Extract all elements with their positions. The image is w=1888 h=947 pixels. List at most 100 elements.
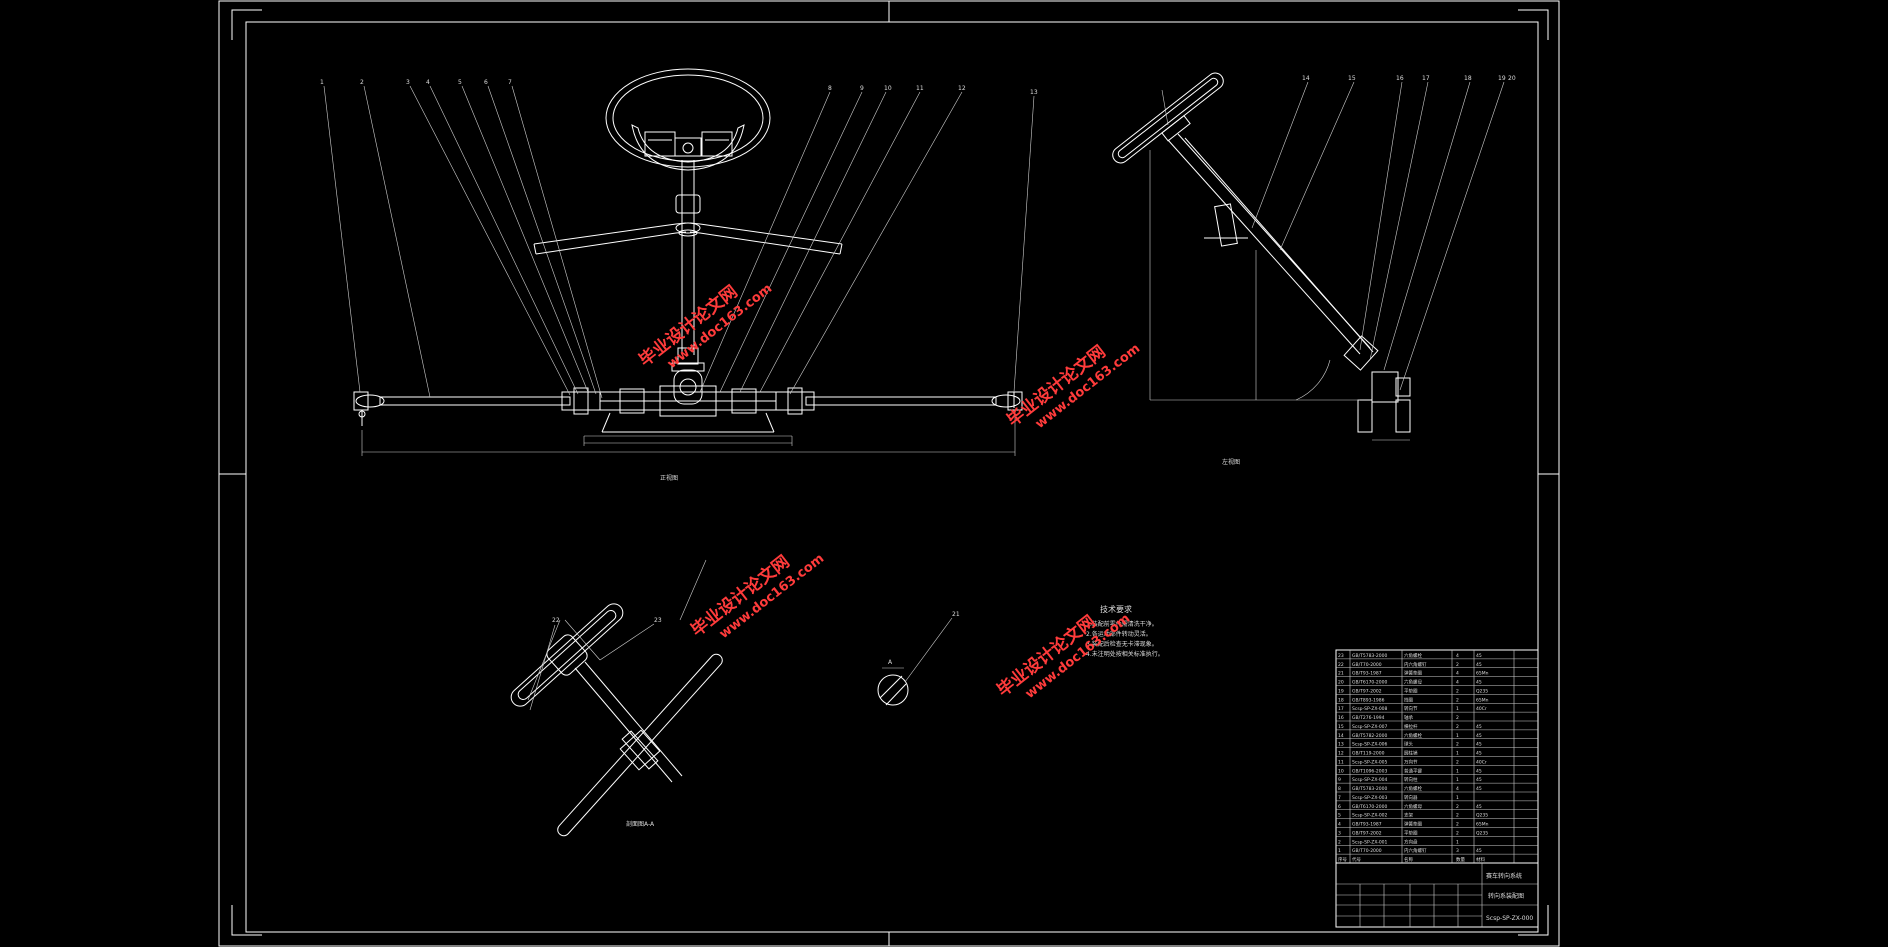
bom-cell: 2 <box>1456 759 1459 765</box>
bom-cell: 1 <box>1456 751 1459 757</box>
side-view <box>1112 72 1505 441</box>
bom-cell: 3 <box>1338 830 1341 836</box>
title-block-drawing-name: 转向系装配图 <box>1488 892 1524 900</box>
bom-cell: 45 <box>1476 751 1482 757</box>
bom-cell: GB/T1096-2003 <box>1352 768 1388 774</box>
bom-cell: 2 <box>1456 688 1459 694</box>
balloon-label: 15 <box>1348 75 1356 82</box>
bom-cell: 平垫圈 <box>1404 687 1418 694</box>
bom-cell: GB/T5783-2000 <box>1352 786 1388 792</box>
bom-cell: 万向节 <box>1404 758 1418 765</box>
bom-cell: 14 <box>1338 733 1344 739</box>
bom-cell: 3 <box>1456 848 1459 854</box>
bom-cell: 17 <box>1338 706 1344 712</box>
balloon-label: 16 <box>1396 75 1404 82</box>
bom-cell: 11 <box>1338 759 1344 765</box>
side-balloons: 14 15 16 17 18 19 20 左视图 <box>1222 75 1516 466</box>
balloon-label: 2 <box>360 79 364 86</box>
bom-cell: 4 <box>1456 680 1459 686</box>
balloon-label: 10 <box>884 85 892 92</box>
bom-cell: 1 <box>1456 768 1459 774</box>
tech-requirements: 技术要求 1.装配前零件需清洗干净。 2.各运动部件转动灵活。 3.装配后检查无… <box>1086 604 1164 658</box>
bom-cell: 2 <box>1456 813 1459 819</box>
bom-cell: 球头 <box>1404 741 1413 748</box>
bom-cell: 23 <box>1338 653 1344 659</box>
bom-cell: Scsp-SP-ZX-005 <box>1352 759 1388 765</box>
bom-cell: 弹簧垫圈 <box>1404 670 1422 677</box>
bom-cell: 45 <box>1476 768 1482 774</box>
bom-cell: Scsp-SP-ZX-004 <box>1352 777 1388 783</box>
bom-cell: Scsp-SP-ZX-002 <box>1352 813 1388 819</box>
balloon-label: 19 <box>1498 75 1506 82</box>
bom-cell: GB/T276-1994 <box>1352 715 1385 721</box>
bom-cell: Scsp-SP-ZX-007 <box>1352 724 1388 730</box>
bom-cell: 65Mn <box>1476 671 1489 677</box>
bom-cell: 序号 <box>1338 856 1347 863</box>
bom-cell: 4 <box>1456 671 1459 677</box>
bom-cell: 6 <box>1338 804 1341 810</box>
bom-cell: 10 <box>1338 768 1344 774</box>
bom-cell: Scsp-SP-ZX-001 <box>1352 839 1388 845</box>
bom-cell: 7 <box>1338 795 1341 801</box>
balloon-label: 17 <box>1422 75 1430 82</box>
bom-cell: GB/T5782-2000 <box>1352 733 1388 739</box>
balloon-label: 7 <box>508 79 512 86</box>
bom-cell: 45 <box>1476 777 1482 783</box>
title-block-drawing-no: Scsp-SP-ZX-000 <box>1486 915 1533 922</box>
bom-cell: Scsp-SP-ZX-006 <box>1352 742 1388 748</box>
bom-cell: 普通平键 <box>1404 767 1422 774</box>
balloon-label: 13 <box>1030 89 1038 96</box>
front-view-caption: 正视图 <box>660 474 678 482</box>
section-mark: A <box>888 659 893 666</box>
bom-cell: 2 <box>1456 697 1459 703</box>
balloon-label: 6 <box>484 79 488 86</box>
bom-cell: 15 <box>1338 724 1344 730</box>
bom-cell: 内六角螺钉 <box>1404 661 1427 668</box>
bom-cell: GB/T70-2000 <box>1352 662 1382 668</box>
bom-cell: 4 <box>1456 653 1459 659</box>
bom-cell: 方向盘 <box>1404 838 1418 845</box>
bom-cell: 2 <box>1456 830 1459 836</box>
bom-cell: 六角螺栓 <box>1404 652 1422 659</box>
bom-cell: 2 <box>1456 804 1459 810</box>
bom-cell: GB/T70-2000 <box>1352 848 1382 854</box>
bom-cell: 名称 <box>1404 856 1413 863</box>
sheet-frame <box>218 0 1560 947</box>
section-view <box>510 559 953 837</box>
bom-cell: 16 <box>1338 715 1344 721</box>
watermarks: 毕业设计论文网 www.doc163.com 毕业设计论文网 www.doc16… <box>635 281 1143 702</box>
bom-cell: 40Cr <box>1476 759 1487 765</box>
bom-cell: 2 <box>1456 742 1459 748</box>
bom-cell: 65Mn <box>1476 697 1489 703</box>
balloon-label: 21 <box>952 611 960 618</box>
bom-cell: 45 <box>1476 786 1482 792</box>
bom-cell: 4 <box>1338 822 1341 828</box>
bom-cell: 45 <box>1476 733 1482 739</box>
balloon-label: 23 <box>654 617 662 624</box>
balloon-label: 4 <box>426 79 430 86</box>
bom-cell: 18 <box>1338 697 1344 703</box>
bom-cell: 5 <box>1338 813 1341 819</box>
balloon-label: 11 <box>916 85 924 92</box>
bom-cell: 45 <box>1476 662 1482 668</box>
bom-cell: 轴承 <box>1404 714 1413 721</box>
bom-cell: 支架 <box>1404 812 1413 819</box>
bom-cell: GB/T97-2002 <box>1352 830 1382 836</box>
section-view-caption: 剖面图A-A <box>626 820 655 828</box>
bom-cell: 45 <box>1476 804 1482 810</box>
bom-cell: 1 <box>1456 733 1459 739</box>
tech-req-line: 4.未注明处按相关标准执行。 <box>1086 650 1164 658</box>
bom-cell: 数量 <box>1456 856 1465 863</box>
bom-cell: Scsp-SP-ZX-008 <box>1352 706 1388 712</box>
balloon-label: 20 <box>1508 75 1516 82</box>
bom-cell: 9 <box>1338 777 1341 783</box>
bom-cell: 代号 <box>1352 856 1361 863</box>
bom-cell: 19 <box>1338 688 1344 694</box>
section-labels: 22 23 21 A 剖面图A-A <box>552 611 960 828</box>
bom-cell: 2 <box>1456 724 1459 730</box>
bom-cell: 2 <box>1456 715 1459 721</box>
bom-cell: GB/T97-2002 <box>1352 688 1382 694</box>
bom-cell: 圆柱销 <box>1404 750 1418 757</box>
bom-cell: 22 <box>1338 662 1344 668</box>
